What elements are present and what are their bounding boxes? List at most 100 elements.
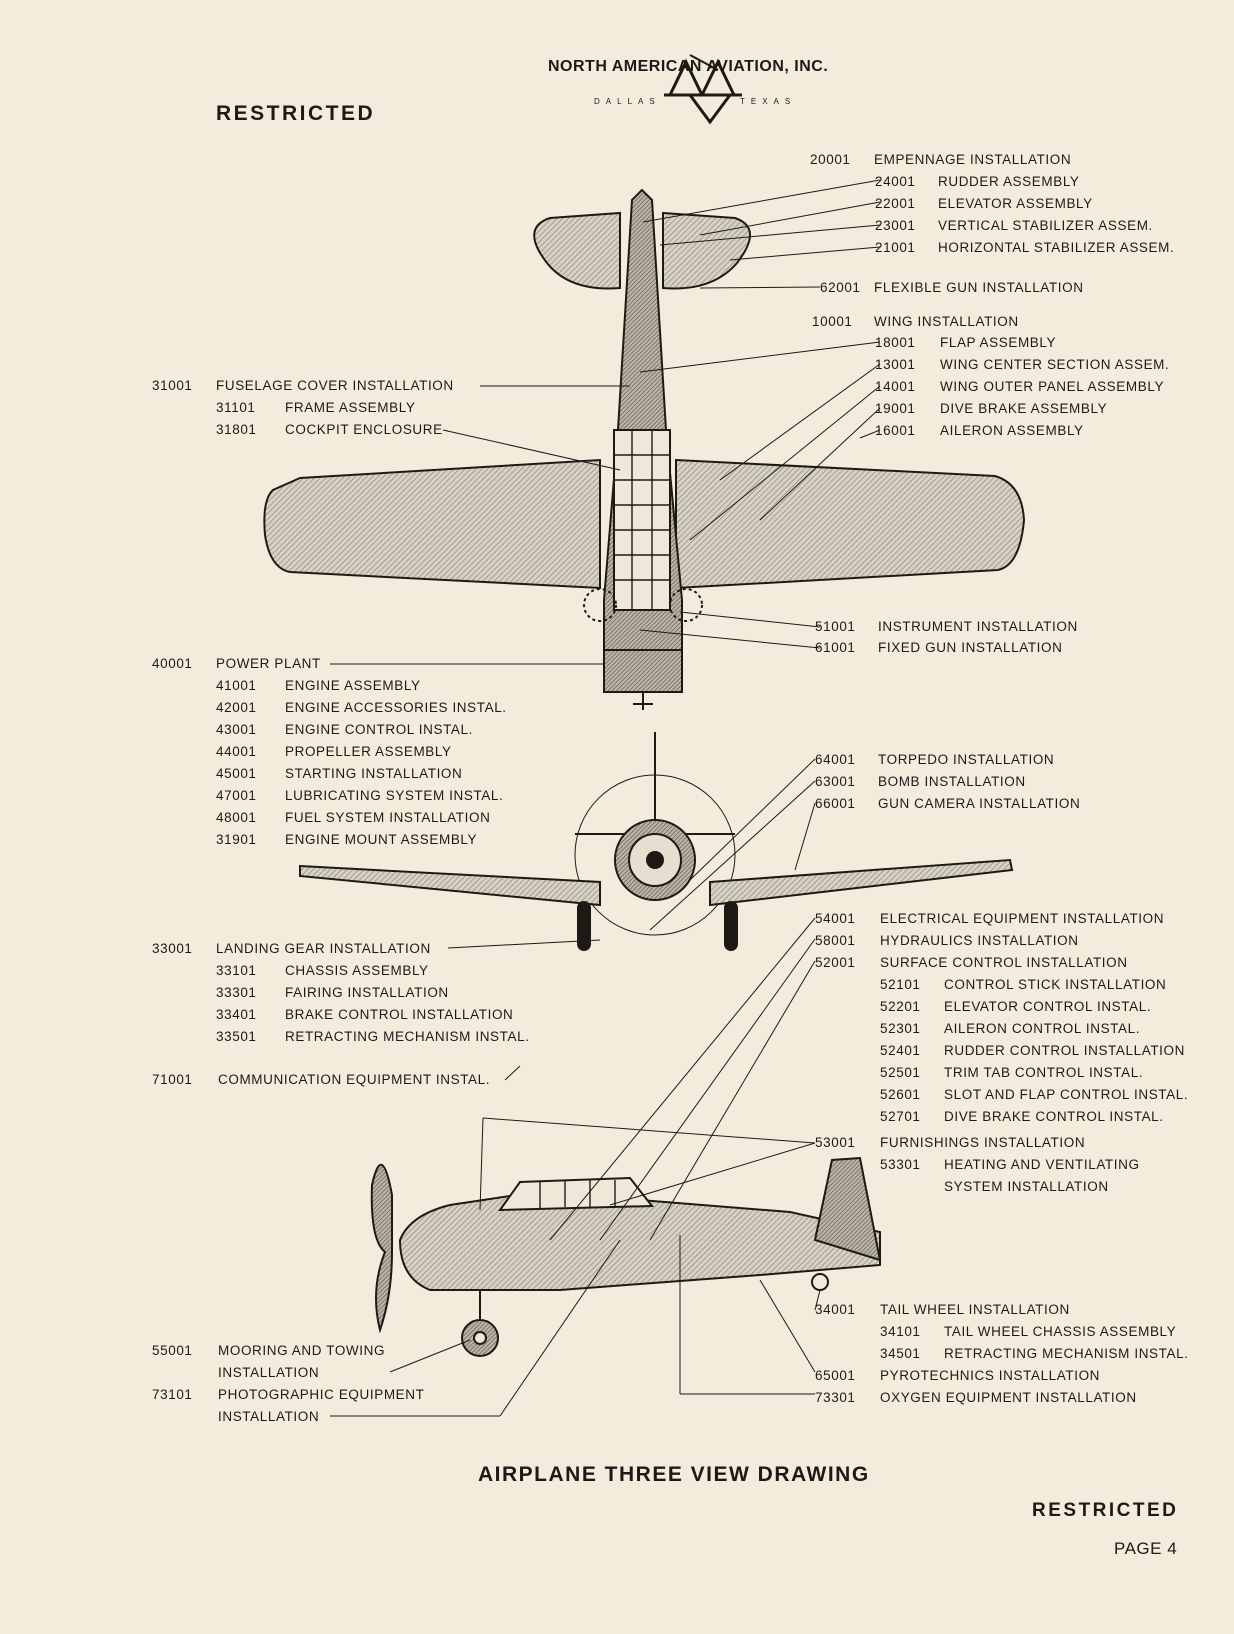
part-number: 41001 (216, 678, 257, 693)
part-number: 73101 (152, 1387, 193, 1402)
company-name: NORTH AMERICAN AVIATION, INC. (548, 58, 829, 75)
part-label: BOMB INSTALLATION (878, 774, 1026, 789)
part-number: 52401 (880, 1043, 921, 1058)
part-number: 52601 (880, 1087, 921, 1102)
part-number: 18001 (875, 335, 916, 350)
part-number: 34001 (815, 1302, 856, 1317)
part-number: 53001 (815, 1135, 856, 1150)
part-label: AILERON ASSEMBLY (940, 423, 1084, 438)
part-label: PYROTECHNICS INSTALLATION (880, 1368, 1101, 1383)
part-label: FLEXIBLE GUN INSTALLATION (874, 280, 1084, 295)
part-label: FIXED GUN INSTALLATION (878, 640, 1063, 655)
part-label: POWER PLANT (216, 656, 321, 671)
part-label: OXYGEN EQUIPMENT INSTALLATION (880, 1390, 1137, 1405)
part-label: HEATING AND VENTILATING (944, 1157, 1140, 1172)
part-label: STARTING INSTALLATION (285, 766, 463, 781)
footer-restricted-label: RESTRICTED (1032, 1500, 1179, 1521)
part-label: FUSELAGE COVER INSTALLATION (216, 378, 454, 393)
part-number: 62001 (820, 280, 861, 295)
part-label: FLAP ASSEMBLY (940, 335, 1057, 350)
part-label: ELEVATOR ASSEMBLY (938, 196, 1093, 211)
company-logo (664, 54, 742, 125)
part-number: 48001 (216, 810, 257, 825)
part-label: SYSTEM INSTALLATION (944, 1179, 1109, 1194)
part-label: WING OUTER PANEL ASSEMBLY (940, 379, 1165, 394)
part-number: 58001 (815, 933, 856, 948)
top-view (263, 188, 1026, 710)
part-label: FAIRING INSTALLATION (285, 985, 449, 1000)
part-number: 33101 (216, 963, 257, 978)
part-number: 19001 (875, 401, 916, 416)
part-number: 34501 (880, 1346, 921, 1361)
part-number: 51001 (815, 619, 856, 634)
part-number: 42001 (216, 700, 257, 715)
part-label: TAIL WHEEL INSTALLATION (880, 1302, 1070, 1317)
part-number: 21001 (875, 240, 916, 255)
front-view (299, 732, 1014, 951)
part-number: 63001 (815, 774, 856, 789)
part-number: 20001 (810, 152, 851, 167)
part-number: 61001 (815, 640, 856, 655)
part-number: 40001 (152, 656, 193, 671)
part-label: GUN CAMERA INSTALLATION (878, 796, 1081, 811)
part-label: MOORING AND TOWING (218, 1343, 386, 1358)
part-label: ENGINE ASSEMBLY (285, 678, 421, 693)
part-label: BRAKE CONTROL INSTALLATION (285, 1007, 514, 1022)
leader-lines (330, 179, 881, 1417)
page-number: PAGE 4 (1114, 1539, 1178, 1558)
part-label: COCKPIT ENCLOSURE (285, 422, 443, 437)
part-number: 33001 (152, 941, 193, 956)
part-number: 33501 (216, 1029, 257, 1044)
part-label: DIVE BRAKE ASSEMBLY (940, 401, 1108, 416)
part-number: 22001 (875, 196, 916, 211)
side-view (370, 1156, 882, 1357)
part-label: ENGINE MOUNT ASSEMBLY (285, 832, 478, 847)
part-label: INSTALLATION (218, 1365, 320, 1380)
part-number: 55001 (152, 1343, 193, 1358)
part-label: LUBRICATING SYSTEM INSTAL. (285, 788, 504, 803)
part-label: HORIZONTAL STABILIZER ASSEM. (938, 240, 1175, 255)
part-label: HYDRAULICS INSTALLATION (880, 933, 1079, 948)
part-number: 47001 (216, 788, 257, 803)
part-label: RUDDER CONTROL INSTALLATION (944, 1043, 1185, 1058)
part-number: 52701 (880, 1109, 921, 1124)
part-label: LANDING GEAR INSTALLATION (216, 941, 431, 956)
part-label: ELECTRICAL EQUIPMENT INSTALLATION (880, 911, 1165, 926)
part-number: 52001 (815, 955, 856, 970)
part-label: COMMUNICATION EQUIPMENT INSTAL. (218, 1072, 491, 1087)
part-label: FURNISHINGS INSTALLATION (880, 1135, 1086, 1150)
part-label: INSTRUMENT INSTALLATION (878, 619, 1078, 634)
part-label: TRIM TAB CONTROL INSTAL. (944, 1065, 1144, 1080)
part-label: PROPELLER ASSEMBLY (285, 744, 452, 759)
part-label: EMPENNAGE INSTALLATION (874, 152, 1072, 167)
part-number: 31801 (216, 422, 257, 437)
part-number: 53301 (880, 1157, 921, 1172)
part-label: PHOTOGRAPHIC EQUIPMENT (218, 1387, 425, 1402)
part-label: DIVE BRAKE CONTROL INSTAL. (944, 1109, 1164, 1124)
part-number: 34101 (880, 1324, 921, 1339)
part-label: TORPEDO INSTALLATION (878, 752, 1055, 767)
part-number: 31001 (152, 378, 193, 393)
part-number: 64001 (815, 752, 856, 767)
part-number: 10001 (812, 314, 853, 329)
part-label: INSTALLATION (218, 1409, 320, 1424)
part-label: CONTROL STICK INSTALLATION (944, 977, 1167, 992)
part-label: RUDDER ASSEMBLY (938, 174, 1080, 189)
part-number: 13001 (875, 357, 916, 372)
part-number: 52501 (880, 1065, 921, 1080)
part-number: 54001 (815, 911, 856, 926)
part-label: FRAME ASSEMBLY (285, 400, 416, 415)
part-number: 52201 (880, 999, 921, 1014)
part-label: SURFACE CONTROL INSTALLATION (880, 955, 1128, 970)
part-number: 65001 (815, 1368, 856, 1383)
part-label: RETRACTING MECHANISM INSTAL. (285, 1029, 530, 1044)
part-label: TAIL WHEEL CHASSIS ASSEMBLY (944, 1324, 1177, 1339)
part-number: 52101 (880, 977, 921, 992)
part-number: 44001 (216, 744, 257, 759)
part-label: ELEVATOR CONTROL INSTAL. (944, 999, 1152, 1014)
part-number: 66001 (815, 796, 856, 811)
part-number: 45001 (216, 766, 257, 781)
part-number: 23001 (875, 218, 916, 233)
part-number: 33301 (216, 985, 257, 1000)
part-number: 31901 (216, 832, 257, 847)
